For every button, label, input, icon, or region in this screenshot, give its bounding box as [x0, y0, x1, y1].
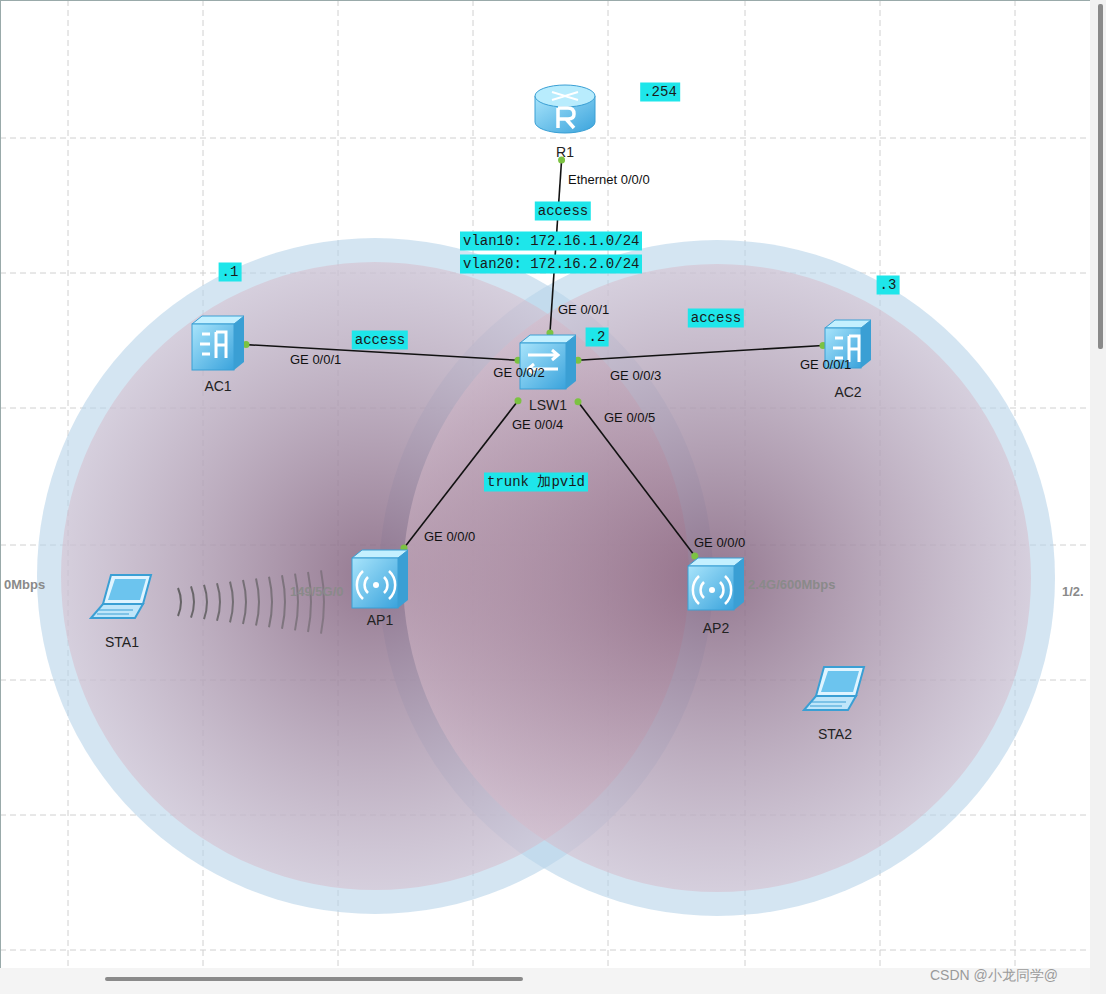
port-name: GE 0/0/1 [558, 302, 609, 318]
scrollbar-thumb [105, 977, 523, 981]
device-node: STA2 [802, 664, 868, 742]
port-name: Ethernet 0/0/0 [568, 172, 650, 188]
ip-note: trunk 加pvid [484, 473, 588, 492]
wireless-signal [178, 570, 324, 633]
watermark: CSDN @小龙同学@ [930, 967, 1058, 983]
ip-note: .1 [219, 263, 242, 282]
scrollbar-track [1090, 0, 1106, 994]
device-name: AC1 [204, 378, 231, 394]
radio-rate: 2.4G/600Mbps [748, 577, 835, 593]
radio-rate: 1/2. [1062, 584, 1084, 600]
radio-rate: 0Mbps [4, 577, 45, 593]
port-name: GE 0/0/5 [604, 410, 655, 426]
ip-note: vlan20: 172.16.2.0/24 [460, 255, 642, 274]
device-node: R1 [532, 82, 598, 160]
scrollbar-track [0, 968, 1090, 994]
device-icon [89, 572, 155, 622]
ip-note: .3 [877, 276, 900, 295]
device-icon [190, 314, 246, 372]
port-name: GE 0/0/1 [800, 357, 851, 373]
port-dot [575, 398, 582, 405]
device-icon [802, 664, 868, 714]
device-node: AP1 [350, 548, 410, 628]
port-name: GE 0/0/4 [512, 417, 563, 433]
device-icon [350, 548, 410, 610]
network-link [578, 402, 695, 556]
ip-note: .2 [586, 328, 609, 347]
device-name: LSW1 [529, 397, 567, 413]
scrollbar-thumb [1098, 4, 1103, 349]
port-name: GE 0/0/1 [290, 352, 341, 368]
ip-note: vlan10: 172.16.1.0/24 [460, 232, 642, 251]
device-node: STA1 [89, 572, 155, 650]
port-name: GE 0/0/3 [610, 368, 661, 384]
ip-note: access [535, 202, 591, 221]
device-icon [686, 556, 746, 612]
network-link [578, 346, 823, 361]
device-icon [518, 333, 578, 391]
device-name: STA1 [105, 634, 139, 650]
port-dot [515, 397, 522, 404]
device-node: AP2 [686, 556, 746, 636]
device-name: R1 [556, 144, 574, 160]
port-name: GE 0/0/2 [493, 365, 544, 381]
port-name: GE 0/0/0 [694, 535, 745, 551]
device-name: STA2 [818, 726, 852, 742]
port-name: GE 0/0/0 [424, 529, 475, 545]
device-name: AP1 [367, 612, 393, 628]
radio-rate: 149/5G/0 [290, 584, 344, 600]
device-node: AC1 [190, 314, 246, 394]
coverage-area [403, 264, 1031, 892]
device-icon [532, 82, 598, 136]
ip-note: .254 [640, 83, 680, 102]
ip-note: access [352, 331, 408, 350]
ip-note: access [688, 309, 744, 328]
device-name: AC2 [834, 384, 861, 400]
device-name: AP2 [703, 620, 729, 636]
grid [0, 0, 1090, 968]
